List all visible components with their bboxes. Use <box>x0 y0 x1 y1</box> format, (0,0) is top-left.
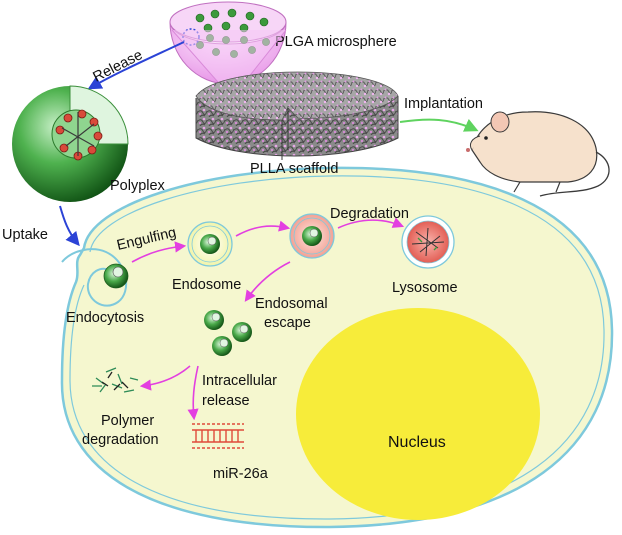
endosome-label: Endosome <box>172 277 241 293</box>
polyplex-label: Polyplex <box>110 178 166 194</box>
endosomal-escape-label-1: Endosomal <box>255 296 328 312</box>
nucleus <box>296 308 540 520</box>
engulfing-arrow <box>131 241 187 263</box>
plla-scaffold <box>171 29 399 160</box>
plga-label: PLGA microsphere <box>275 34 397 50</box>
endosome <box>187 221 233 267</box>
polymer-label-2: degradation <box>82 432 159 448</box>
implantation-arrow <box>399 118 479 132</box>
endocytosis-vesicle <box>103 263 129 289</box>
release-arrow <box>87 41 185 90</box>
implantation-label: Implantation <box>404 96 483 112</box>
degradation-arrow <box>337 217 405 229</box>
degradation-label: Degradation <box>330 206 409 222</box>
polymer-label-1: Polymer <box>101 413 154 429</box>
mouse <box>466 111 610 197</box>
lysosome <box>401 215 455 269</box>
nucleus-label: Nucleus <box>388 434 446 451</box>
uptake-label: Uptake <box>2 227 48 243</box>
polymer-fragments <box>92 367 139 393</box>
maturation-arrow <box>235 220 291 237</box>
uptake-arrow <box>59 205 80 247</box>
lysosome-label: Lysosome <box>392 280 458 296</box>
escape-arrow <box>244 261 291 302</box>
mirna-duplex <box>192 423 244 449</box>
polymer-arrow <box>139 365 191 391</box>
endosomal-escape-label-2: escape <box>264 315 311 331</box>
intracellular-label-1: Intracellular <box>202 373 277 389</box>
intracellular-label-2: release <box>202 393 250 409</box>
release-label: Release <box>91 47 146 85</box>
mirna-arrow <box>187 365 199 421</box>
escaped-polyplexes <box>204 310 252 356</box>
polyplex <box>12 85 129 202</box>
mirna-label: miR-26a <box>213 466 269 482</box>
endocytosis-label: Endocytosis <box>66 310 144 326</box>
late-endosome <box>289 213 335 259</box>
plla-label: PLLA scaffold <box>250 161 338 177</box>
